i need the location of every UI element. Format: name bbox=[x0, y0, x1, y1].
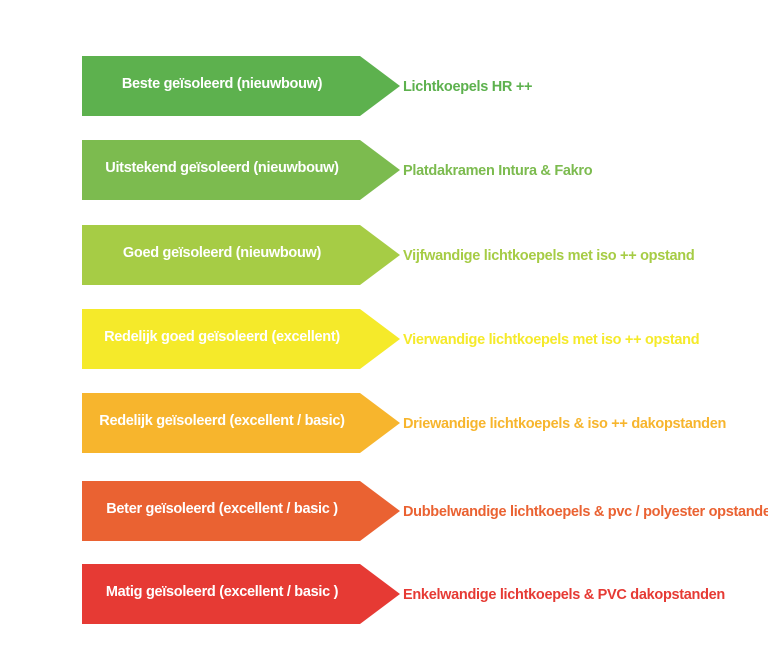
level-label: Redelijk geïsoleerd (excellent / basic) bbox=[99, 413, 345, 429]
level-product: Lichtkoepels HR ++ bbox=[403, 79, 533, 95]
arrow-shape bbox=[82, 309, 400, 369]
arrow-fill bbox=[82, 225, 400, 285]
level-row-3: Goed geïsoleerd (nieuwbouw) Vijfwandige … bbox=[0, 225, 768, 285]
arrow-shape bbox=[82, 564, 400, 624]
arrow-fill bbox=[82, 56, 400, 116]
arrow-fill bbox=[82, 564, 400, 624]
arrow-fill bbox=[82, 481, 400, 541]
level-arrow-4: Redelijk goed geïsoleerd (excellent) bbox=[82, 309, 400, 369]
level-arrow-7: Matig geïsoleerd (excellent / basic ) bbox=[82, 564, 400, 624]
level-row-2: Uitstekend geïsoleerd (nieuwbouw) Platda… bbox=[0, 140, 768, 200]
arrow-shape bbox=[82, 140, 400, 200]
level-arrow-6: Beter geïsoleerd (excellent / basic ) bbox=[82, 481, 400, 541]
level-arrow-1: Beste geïsoleerd (nieuwbouw) bbox=[82, 56, 400, 116]
arrow-shape bbox=[82, 56, 400, 116]
arrow-fill bbox=[82, 393, 400, 453]
level-product: Platdakramen Intura & Fakro bbox=[403, 163, 593, 179]
level-label: Matig geïsoleerd (excellent / basic ) bbox=[105, 584, 339, 600]
level-product: Vierwandige lichtkoepels met iso ++ opst… bbox=[403, 332, 700, 348]
level-row-4: Redelijk goed geïsoleerd (excellent) Vie… bbox=[0, 309, 768, 369]
level-arrow-2: Uitstekend geïsoleerd (nieuwbouw) bbox=[82, 140, 400, 200]
level-label: Uitstekend geïsoleerd (nieuwbouw) bbox=[105, 160, 339, 176]
level-arrow-5: Redelijk geïsoleerd (excellent / basic) bbox=[82, 393, 400, 453]
arrow-shape bbox=[82, 481, 400, 541]
level-label: Beste geïsoleerd (nieuwbouw) bbox=[121, 76, 323, 92]
arrow-fill bbox=[82, 140, 400, 200]
level-product: Dubbelwandige lichtkoepels & pvc / polye… bbox=[403, 504, 768, 520]
level-product: Enkelwandige lichtkoepels & PVC dakopsta… bbox=[403, 587, 725, 603]
level-row-1: Beste geïsoleerd (nieuwbouw) Lichtkoepel… bbox=[0, 56, 768, 116]
arrow-shape bbox=[82, 393, 400, 453]
level-arrow-3: Goed geïsoleerd (nieuwbouw) bbox=[82, 225, 400, 285]
level-label: Redelijk goed geïsoleerd (excellent) bbox=[104, 329, 340, 345]
arrow-shape bbox=[82, 225, 400, 285]
level-row-6: Beter geïsoleerd (excellent / basic ) Du… bbox=[0, 481, 768, 541]
level-product: Driewandige lichtkoepels & iso ++ dakops… bbox=[403, 416, 727, 432]
level-label: Beter geïsoleerd (excellent / basic ) bbox=[106, 501, 338, 517]
level-label: Goed geïsoleerd (nieuwbouw) bbox=[122, 245, 322, 261]
level-row-5: Redelijk geïsoleerd (excellent / basic) … bbox=[0, 393, 768, 453]
level-row-7: Matig geïsoleerd (excellent / basic ) En… bbox=[0, 564, 768, 624]
arrow-fill bbox=[82, 309, 400, 369]
level-product: Vijfwandige lichtkoepels met iso ++ opst… bbox=[403, 248, 695, 264]
